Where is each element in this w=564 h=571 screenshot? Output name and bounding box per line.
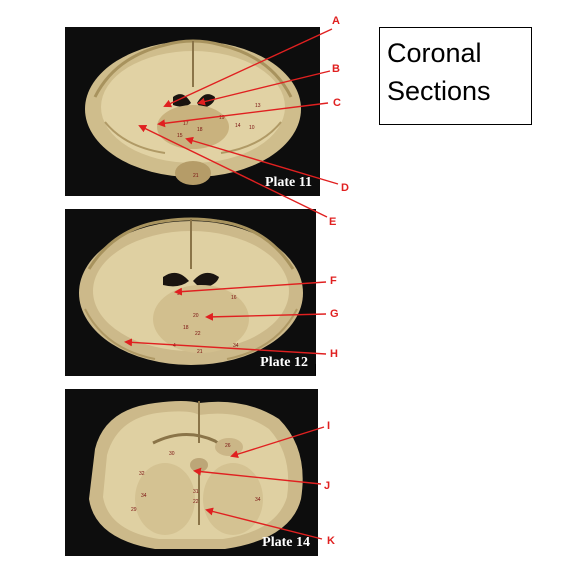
svg-text:20: 20 [193,313,199,319]
svg-text:30: 30 [169,451,175,457]
arrow-i [230,426,325,459]
plate-11-photo: 17 18 19 13 10 14 15 21 Plate 11 [65,27,320,196]
arrow-e [138,125,328,218]
svg-text:22: 22 [195,331,201,337]
arrow-g [205,312,327,321]
arrow-c [157,102,329,128]
plate-label: Plate 12 [260,355,308,370]
svg-text:18: 18 [183,325,189,331]
svg-text:32: 32 [139,471,145,477]
svg-text:21: 21 [197,349,203,355]
arrow-d [185,136,339,185]
callout-c: C [333,97,341,109]
plate-14-photo: 30 26 32 34 29 31 22 34 Plate 14 [65,389,318,556]
svg-text:22: 22 [193,499,199,505]
callout-e: E [329,216,337,228]
callout-d: D [341,182,349,194]
title-line-1: Coronal [387,38,482,68]
callout-g: G [330,308,339,320]
callout-a: A [332,15,340,27]
callout-b: B [332,63,340,75]
svg-text:34: 34 [255,497,261,503]
svg-text:34: 34 [141,493,147,499]
svg-text:31: 31 [193,489,199,495]
plate-label: Plate 14 [262,535,310,550]
arrow-a [163,28,333,108]
arrow-h [124,338,327,355]
callout-k: K [327,535,335,547]
svg-text:34: 34 [233,343,239,349]
arrow-b [197,70,331,106]
callout-i: I [327,420,331,432]
title-box: Coronal Sections [379,27,532,125]
svg-text:19: 19 [219,115,225,121]
svg-text:18: 18 [197,127,203,133]
plate-label: Plate 11 [264,175,312,190]
arrow-k [205,507,323,540]
svg-text:13: 13 [255,103,261,109]
arrow-f [174,281,327,296]
callout-j: J [324,480,331,492]
edge-tick [315,364,316,375]
svg-text:14: 14 [235,123,241,129]
svg-text:29: 29 [131,507,137,513]
svg-text:16: 16 [231,295,237,301]
svg-text:4: 4 [173,343,176,349]
title-line-2: Sections [387,76,491,106]
svg-text:10: 10 [249,125,255,131]
svg-text:26: 26 [225,443,231,449]
arrow-j [193,467,322,485]
callout-h: H [330,348,338,360]
callout-f: F [330,275,337,287]
svg-text:15: 15 [177,133,183,139]
svg-text:21: 21 [193,173,199,179]
svg-text:17: 17 [183,121,189,127]
